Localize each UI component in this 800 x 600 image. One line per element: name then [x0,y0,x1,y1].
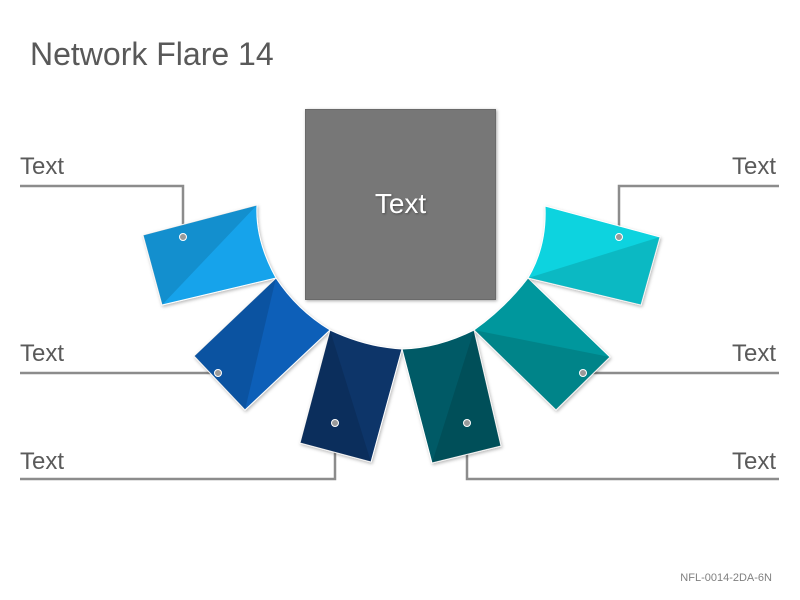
connector-right-top [617,184,779,237]
connector-dot-right-middle [579,369,587,377]
footer-code: NFL-0014-2DA-6N [680,572,772,584]
center-box-label: Text [374,188,427,219]
fan-segment-shade-right-top [528,237,660,305]
fan-segment-shade-right-bottom [432,330,501,463]
callout-label-right-top: Text [732,153,777,180]
fan-segment-left-bottom [299,329,403,463]
fan-segment-shade-left-top [143,205,257,305]
fan-segment-shade-left-bottom [300,330,371,462]
callout-label-right-middle: Text [732,340,777,367]
fan-segment-shape-right-bottom [401,329,502,464]
connector-dot-left-middle [214,369,222,377]
connector-left-bottom [20,423,337,481]
callout-label-left-middle: Text [20,340,65,367]
connector-dot-left-bottom [331,419,339,427]
center-box: Text [305,109,496,300]
fan-segment-right-top [527,205,661,306]
fan-segment-shade-left-middle [194,278,276,410]
connector-dot-left-top [179,233,187,241]
callout-label-left-top: Text [20,153,65,180]
callout-label-left-bottom: Text [20,448,65,475]
callout-label-right-bottom: Text [732,448,777,475]
slide-title: Network Flare 14 [30,36,274,72]
fan-segment-right-middle [473,277,611,411]
fan-segment-shape-right-middle [473,277,611,411]
fan-segment-left-top [142,204,277,306]
fan-segment-right-bottom [401,329,502,464]
connector-left-top [20,184,185,237]
fan-segment-shape-right-top [527,205,661,306]
connector-dot-right-bottom [463,419,471,427]
fan-segment-shade-right-middle [474,330,610,410]
connector-dot-right-top [615,233,623,241]
